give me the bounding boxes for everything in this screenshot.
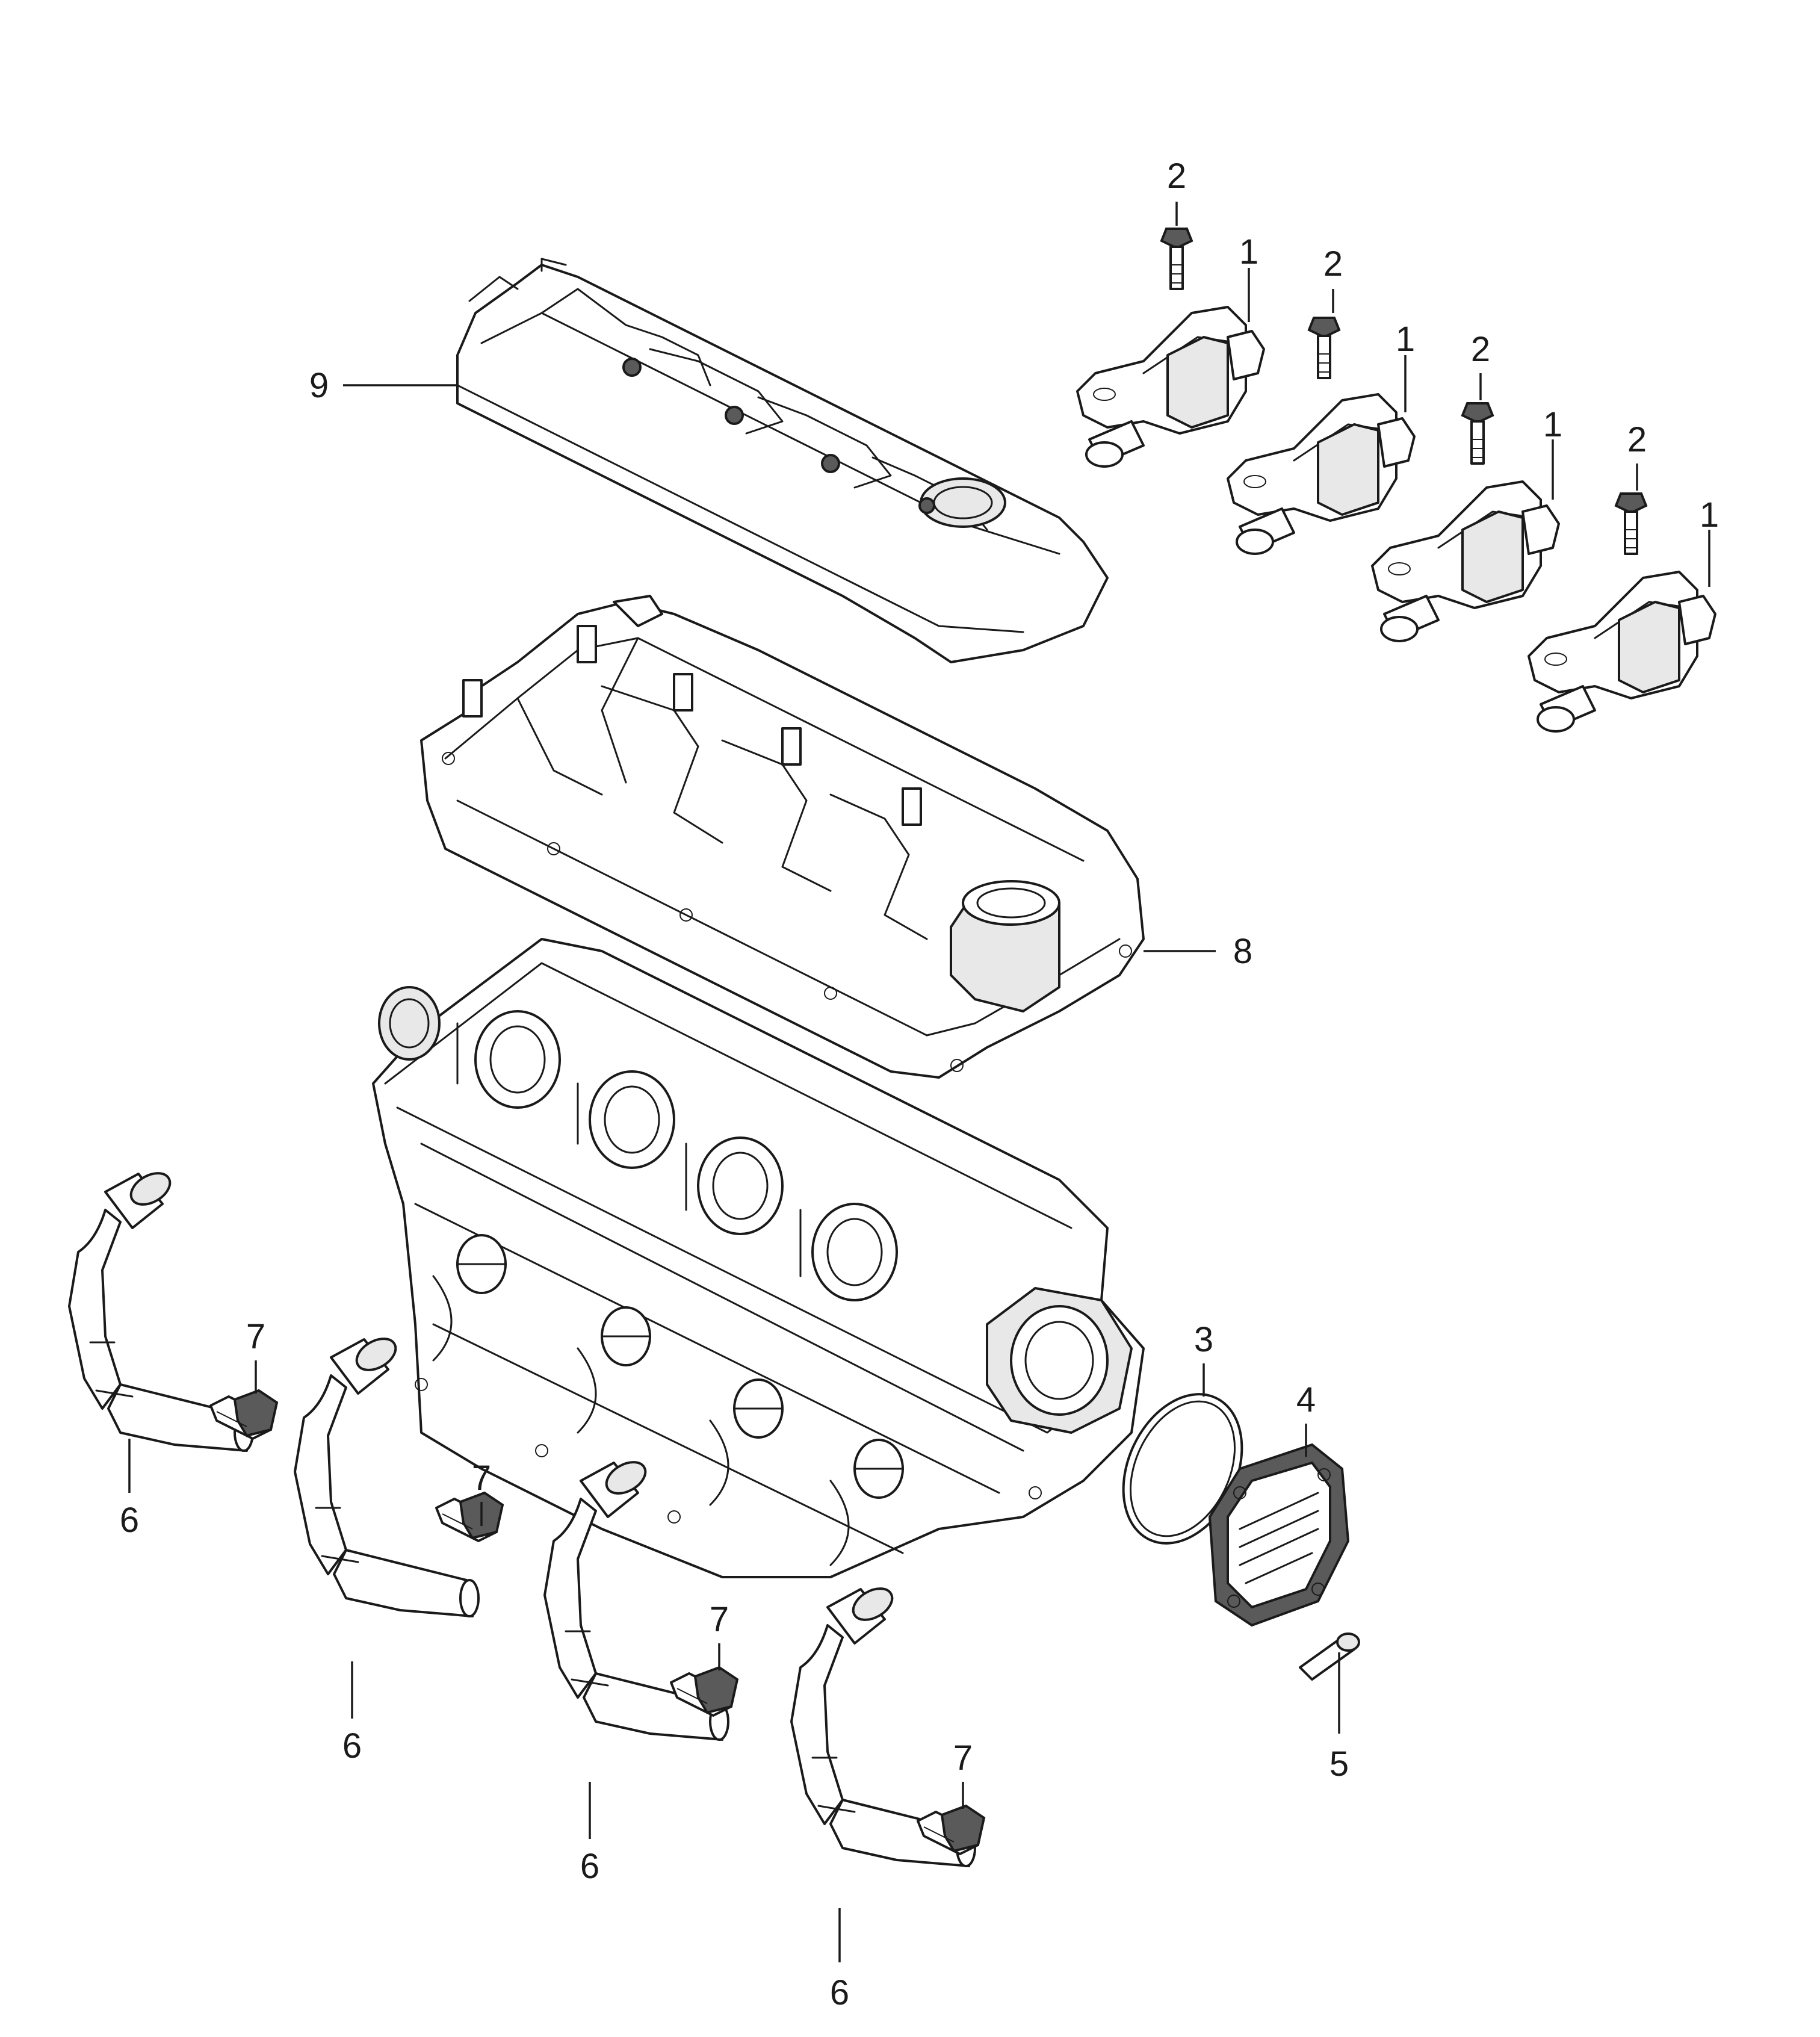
spark-plug-boot bbox=[543, 1461, 729, 1741]
ignition-coil bbox=[1528, 571, 1716, 733]
coil-bolt bbox=[1307, 317, 1341, 379]
coil-bolt bbox=[1614, 492, 1648, 555]
callout-6-boot-b: 6 bbox=[342, 1726, 362, 1766]
coil-bolt bbox=[1160, 228, 1193, 290]
callout-7-plug-c: 7 bbox=[710, 1600, 729, 1639]
callout-1-coil-b: 1 bbox=[1396, 320, 1415, 359]
callout-3-o-ring: 3 bbox=[1194, 1320, 1213, 1359]
spark-plug bbox=[435, 1491, 504, 1542]
spark-plug-boot bbox=[790, 1587, 976, 1867]
callout-2-bolt-c: 2 bbox=[1471, 330, 1490, 369]
ignition-coil bbox=[1227, 393, 1416, 555]
ignition-coil bbox=[1076, 306, 1265, 468]
spark-plug bbox=[917, 1804, 986, 1855]
valve-cover bbox=[420, 595, 1145, 1079]
callout-8-valve-cover: 8 bbox=[1233, 932, 1252, 971]
callout-1-coil-d: 1 bbox=[1700, 495, 1719, 535]
spark-plug bbox=[209, 1389, 279, 1440]
callout-6-boot-d: 6 bbox=[830, 1973, 849, 2012]
spark-plug-boot bbox=[68, 1172, 254, 1452]
cap-screw bbox=[1299, 1632, 1360, 1681]
ignition-coil bbox=[1371, 480, 1560, 642]
callout-2-bolt-d: 2 bbox=[1627, 420, 1647, 459]
callout-7-plug-b: 7 bbox=[472, 1459, 491, 1498]
callout-1-coil-c: 1 bbox=[1543, 405, 1562, 444]
spark-plug-boot bbox=[294, 1338, 480, 1617]
cylinder-head bbox=[372, 938, 1145, 1578]
coil-bolt bbox=[1461, 402, 1494, 465]
callout-4-end-cap: 4 bbox=[1296, 1380, 1316, 1419]
callout-labels: 1 1 1 1 2 2 2 2 3 4 5 6 6 6 6 7 7 7 7 8 … bbox=[120, 157, 1719, 2012]
callout-7-plug-d: 7 bbox=[953, 1738, 973, 1778]
callout-9-engine-cover: 9 bbox=[309, 366, 329, 405]
callout-2-bolt-b: 2 bbox=[1323, 244, 1343, 284]
callout-6-boot-c: 6 bbox=[580, 1847, 599, 1886]
callout-2-bolt-a: 2 bbox=[1167, 157, 1186, 196]
spark-plug bbox=[670, 1666, 739, 1717]
callout-5-cap-screw: 5 bbox=[1329, 1744, 1349, 1784]
engine-cover bbox=[456, 258, 1109, 663]
callout-7-plug-a: 7 bbox=[246, 1317, 265, 1356]
end-cap bbox=[1208, 1443, 1350, 1627]
callout-6-boot-a: 6 bbox=[120, 1501, 139, 1540]
callout-1-coil-a: 1 bbox=[1239, 232, 1258, 271]
leader-lines bbox=[128, 202, 1710, 1962]
